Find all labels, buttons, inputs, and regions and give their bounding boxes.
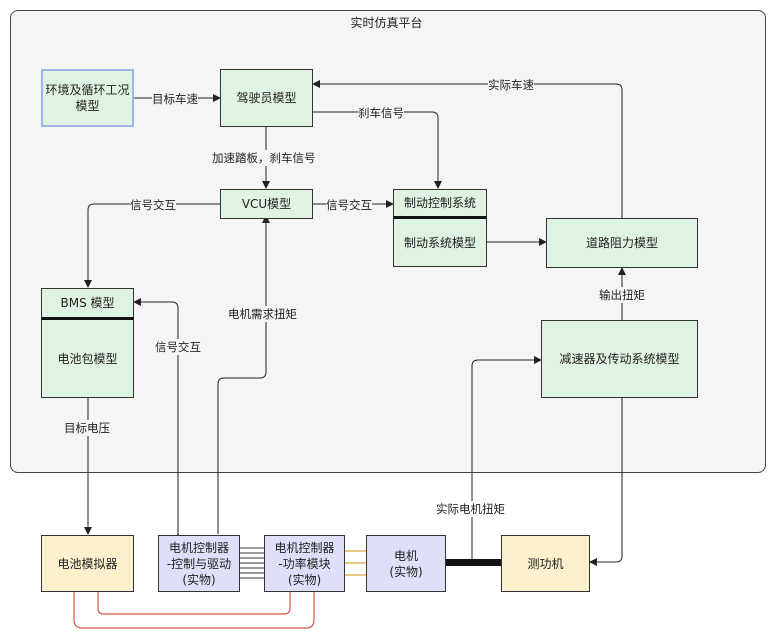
edge-reducer-dyno	[589, 398, 623, 566]
dynamometer: 测功机	[501, 535, 590, 592]
env-cycle-model: 环境及循环工况模型	[41, 69, 134, 127]
edge-actual-torque	[471, 356, 542, 562]
label-pedal-brake-signal: 加速踏板，刹车信号	[212, 150, 316, 166]
label-actual-speed: 实际车速	[488, 77, 534, 93]
edge-torque-demand	[217, 215, 270, 534]
mcu-power-line1: 电机控制器	[274, 540, 335, 555]
mcu-power-line3: (实物)	[287, 572, 322, 587]
edge-brake-signal	[313, 111, 442, 189]
edge-actual-speed	[312, 80, 623, 218]
label-signal-exchange-mcu: 信号交互	[155, 339, 201, 355]
motor-line1: 电机	[393, 548, 418, 563]
vcu-model: VCU模型	[220, 189, 313, 219]
edge-vcu-bms	[84, 200, 227, 288]
drive-shaft	[446, 559, 501, 566]
battery-pack-model: 电池包模型	[41, 320, 134, 398]
motor-physical: 电机 (实物)	[366, 535, 446, 592]
label-signal-exchange-brake: 信号交互	[326, 197, 372, 213]
motor-controller-power-module: 电机控制器 -功率模块 (实物)	[264, 535, 345, 592]
mcu-ctrl-line3: (实物)	[182, 572, 216, 587]
power-loop-outer	[73, 592, 315, 629]
label-brake-signal: 刹车信号	[358, 105, 404, 121]
road-resistance-model: 道路阻力模型	[546, 218, 698, 268]
label-signal-exchange-bms: 信号交互	[130, 197, 176, 213]
label-actual-motor-torque: 实际电机扭矩	[436, 501, 505, 517]
label-motor-torque-demand: 电机需求扭矩	[228, 306, 297, 322]
edge-mcu-bms	[133, 298, 182, 541]
mcu-power-line2: -功率模块	[278, 556, 331, 571]
label-output-torque: 输出扭矩	[599, 287, 645, 303]
label-target-voltage: 目标电压	[64, 420, 110, 436]
motor-line2: (实物)	[389, 564, 423, 579]
platform-title: 实时仿真平台	[350, 16, 423, 30]
reducer-drivetrain-model: 减速器及传动系统模型	[541, 320, 698, 398]
bms-model: BMS 模型	[41, 288, 134, 320]
brake-control-system: 制动控制系统	[393, 189, 487, 219]
power-loop-inner	[97, 592, 291, 615]
motor-controller-control-drive: 电机控制器 -控制与驱动 (实物)	[158, 535, 240, 592]
brake-system-model: 制动系统模型	[393, 219, 487, 267]
driver-model: 驾驶员模型	[220, 69, 313, 127]
mcu-ctrl-line2: -控制与驱动	[166, 556, 232, 571]
label-target-speed: 目标车速	[152, 91, 198, 107]
mcu-ctrl-line1: 电机控制器	[168, 540, 229, 555]
battery-simulator: 电池模拟器	[41, 535, 134, 592]
